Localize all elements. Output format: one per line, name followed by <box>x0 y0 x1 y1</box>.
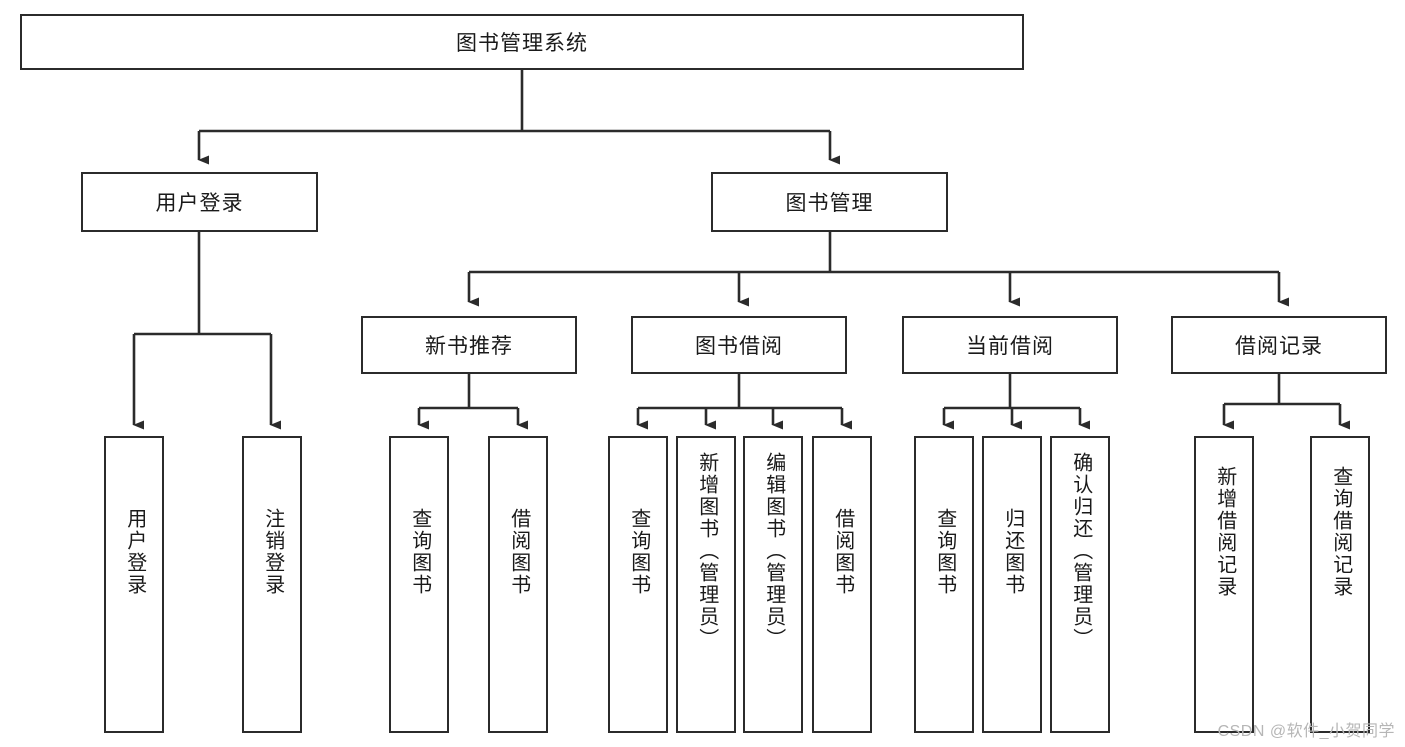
node-label: 图书管理 <box>785 192 874 215</box>
watermark-text: CSDN @软件_小贺同学 <box>1217 723 1395 740</box>
node-label: 归还图书 <box>1001 508 1024 596</box>
node-root-book-management-system[interactable]: 图书管理系统 <box>20 14 1024 70</box>
node-new-book-recommend[interactable]: 新书推荐 <box>361 316 577 374</box>
node-label: 查询图书 <box>933 508 956 596</box>
node-book-borrow[interactable]: 图书借阅 <box>631 316 847 374</box>
node-label: 用户登录 <box>155 192 244 215</box>
node-label: 编辑图书（管理员） <box>762 452 785 650</box>
node-label: 用户登录 <box>123 508 146 596</box>
node-label: 借阅记录 <box>1235 335 1323 358</box>
node-label: 注销登录 <box>261 508 284 596</box>
leaf-current-borrow-query-book[interactable]: 查询图书 <box>914 436 974 733</box>
leaf-borrow-record-add-record[interactable]: 新增借阅记录 <box>1194 436 1254 733</box>
leaf-current-borrow-return-book[interactable]: 归还图书 <box>982 436 1042 733</box>
leaf-borrow-record-query-record[interactable]: 查询借阅记录 <box>1310 436 1370 733</box>
node-label: 新增图书（管理员） <box>695 452 718 650</box>
leaf-current-borrow-confirm-return-admin[interactable]: 确认归还（管理员） <box>1050 436 1110 733</box>
leaf-user-login-logout[interactable]: 注销登录 <box>242 436 302 733</box>
leaf-book-borrow-edit-book-admin[interactable]: 编辑图书（管理员） <box>743 436 803 733</box>
node-book-management[interactable]: 图书管理 <box>711 172 948 232</box>
node-label: 新增借阅记录 <box>1213 466 1236 598</box>
node-borrow-record[interactable]: 借阅记录 <box>1171 316 1387 374</box>
node-user-login[interactable]: 用户登录 <box>81 172 318 232</box>
node-label: 查询借阅记录 <box>1329 466 1352 598</box>
node-label: 借阅图书 <box>831 508 854 596</box>
node-current-borrow[interactable]: 当前借阅 <box>902 316 1118 374</box>
node-label: 图书管理系统 <box>456 32 588 55</box>
node-label: 图书借阅 <box>695 335 783 358</box>
leaf-book-borrow-borrow-book[interactable]: 借阅图书 <box>812 436 872 733</box>
leaf-user-login-login[interactable]: 用户登录 <box>104 436 164 733</box>
leaf-new-book-borrow-book[interactable]: 借阅图书 <box>488 436 548 733</box>
node-label: 借阅图书 <box>507 508 530 596</box>
leaf-book-borrow-query-book[interactable]: 查询图书 <box>608 436 668 733</box>
leaf-new-book-query-book[interactable]: 查询图书 <box>389 436 449 733</box>
node-label: 确认归还（管理员） <box>1069 452 1092 650</box>
node-label: 新书推荐 <box>425 335 513 358</box>
node-label: 查询图书 <box>627 508 650 596</box>
node-label: 当前借阅 <box>966 335 1054 358</box>
node-label: 查询图书 <box>408 508 431 596</box>
leaf-book-borrow-add-book-admin[interactable]: 新增图书（管理员） <box>676 436 736 733</box>
